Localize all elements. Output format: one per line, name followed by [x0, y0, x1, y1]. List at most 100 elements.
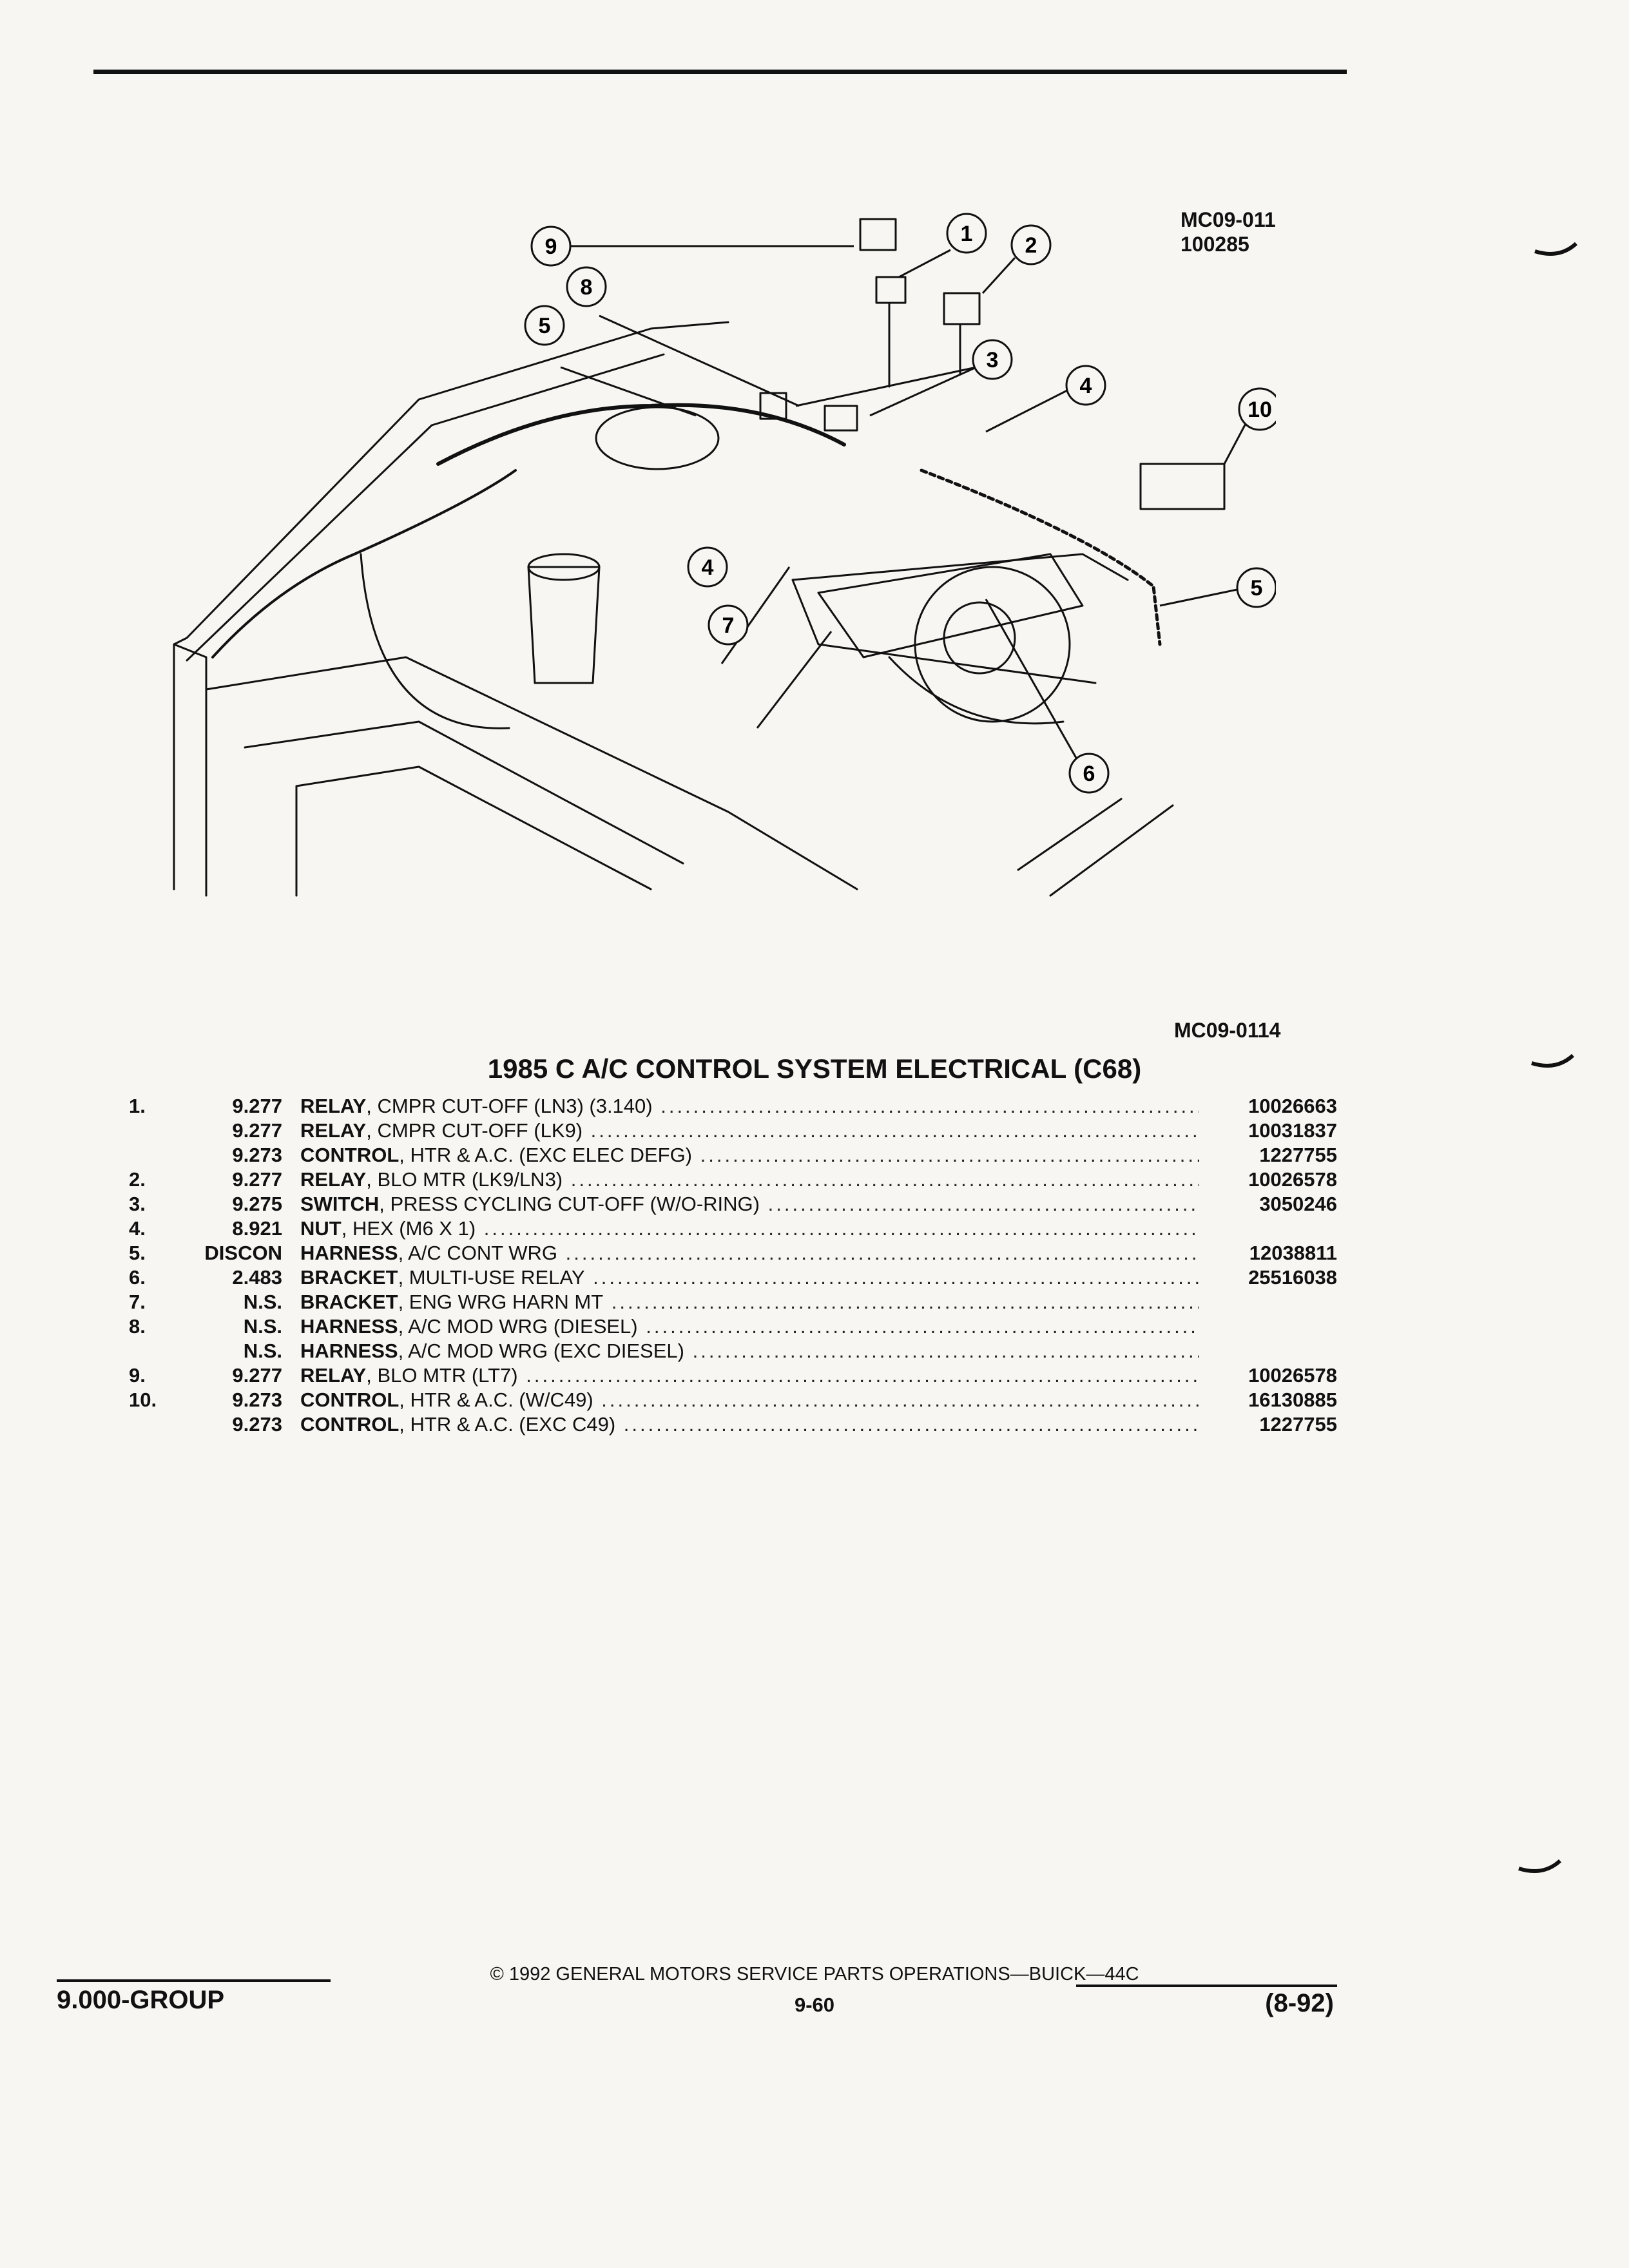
leader-dots: ........................................…: [767, 1193, 1199, 1215]
margin-mark-3: [1518, 1859, 1562, 1873]
part-qualifier: , CMPR CUT-OFF (LN3) (3.140): [366, 1095, 653, 1117]
part-description: HARNESS, A/C MOD WRG (EXC DIESEL) ......…: [300, 1339, 1199, 1363]
parts-row: 8.N.S.HARNESS, A/C MOD WRG (DIESEL) ....…: [0, 1314, 1629, 1339]
callout-3-label: 3: [987, 348, 999, 372]
item-number: 3.: [129, 1193, 146, 1215]
leader-dots: ........................................…: [483, 1217, 1199, 1240]
figure-code-top: MC09-011 100285: [1181, 207, 1276, 256]
callout-2-label: 2: [1025, 233, 1037, 258]
blower-hose: [888, 656, 1065, 725]
callout-4-right-label: 4: [1080, 374, 1092, 398]
part-number: 10031837: [1248, 1119, 1337, 1142]
fender-outline: [173, 321, 729, 646]
section-title: 1985 C A/C CONTROL SYSTEM ELECTRICAL (C6…: [487, 1053, 1142, 1084]
leader-7: [756, 631, 833, 729]
group-number: 9.277: [232, 1168, 282, 1191]
leader-dots: ........................................…: [660, 1095, 1199, 1117]
part-qualifier: , BLO MTR (LT7): [366, 1364, 518, 1387]
part-description: BRACKET, MULTI-USE RELAY ...............…: [300, 1265, 1199, 1290]
leader-6: [985, 599, 1081, 764]
leader-1: [898, 249, 951, 278]
part-qualifier: , BLO MTR (LK9/LN3): [366, 1168, 563, 1191]
part-name: RELAY: [300, 1095, 367, 1117]
callout-10-label: 10: [1248, 398, 1272, 422]
leader-4-left: [720, 566, 791, 664]
part-qualifier: , ENG WRG HARN MT: [398, 1291, 604, 1313]
part-number: 10026578: [1248, 1364, 1337, 1387]
part-name: HARNESS: [300, 1340, 398, 1362]
part-qualifier: , HEX (M6 X 1): [341, 1217, 476, 1240]
callout-4-left: 4: [687, 546, 728, 588]
reservoir: [527, 566, 601, 684]
part-description: RELAY, CMPR CUT-OFF (LK9) ..............…: [300, 1119, 1199, 1143]
item-number: 5.: [129, 1242, 146, 1264]
callout-5-right-label: 5: [1251, 576, 1263, 601]
group-number: N.S.: [243, 1291, 282, 1313]
part-qualifier: , MULTI-USE RELAY: [398, 1266, 585, 1289]
core-support: [205, 656, 858, 890]
callout-8-label: 8: [581, 275, 593, 300]
relay-box-2: [943, 292, 981, 325]
part-number: 12038811: [1249, 1242, 1337, 1264]
part-name: NUT: [300, 1217, 342, 1240]
footer-rule-right: [1076, 1984, 1337, 1987]
group-number: 9.277: [232, 1119, 282, 1142]
leader-dots: ........................................…: [692, 1340, 1199, 1362]
footer-rule-left: [57, 1979, 331, 1982]
footer-date: (8-92): [1265, 1989, 1334, 2017]
control-10: [1139, 463, 1226, 510]
group-number: DISCON: [204, 1242, 282, 1264]
item-number: 4.: [129, 1217, 146, 1240]
part-description: HARNESS, A/C CONT WRG ..................…: [300, 1241, 1199, 1265]
part-name: CONTROL: [300, 1144, 400, 1166]
part-description: NUT, HEX (M6 X 1) ......................…: [300, 1216, 1199, 1241]
group-number: 9.275: [232, 1193, 282, 1215]
callout-3: 3: [972, 339, 1013, 380]
core-support-lower: [244, 720, 684, 865]
part-number: 10026578: [1248, 1168, 1337, 1191]
part-name: BRACKET: [300, 1291, 398, 1313]
heater-case: [817, 553, 1084, 658]
margin-mark-1: [1534, 242, 1578, 256]
callout-5-left: 5: [524, 305, 565, 346]
relay-box-9: [859, 218, 897, 251]
figure-code-line-2: 100285: [1181, 233, 1249, 256]
callout-8: 8: [566, 266, 607, 307]
parts-row: 9.277 RELAY, CMPR CUT-OFF (LK9) .........…: [0, 1119, 1629, 1143]
leader-dots: ........................................…: [593, 1266, 1199, 1289]
part-qualifier: , HTR & A.C. (EXC ELEC DEFG): [399, 1144, 693, 1166]
item-number: 6.: [129, 1266, 146, 1289]
part-qualifier: , A/C MOD WRG (EXC DIESEL): [398, 1340, 684, 1362]
part-description: RELAY, CMPR CUT-OFF (LN3) (3.140) ......…: [300, 1094, 1199, 1119]
callout-9: 9: [530, 226, 572, 267]
callout-4-right: 4: [1065, 365, 1106, 406]
parts-row: 7.N.S.BRACKET, ENG WRG HARN MT .........…: [0, 1290, 1629, 1314]
leader-dots: ........................................…: [646, 1315, 1199, 1338]
parts-row: 5. DISCON HARNESS, A/C CONT WRG ..........…: [0, 1241, 1629, 1265]
exploded-diagram: 9 1 2 8 5 3 4 10 4 7 5 6: [173, 213, 1276, 897]
footer-copyright: © 1992 GENERAL MOTORS SERVICE PARTS OPER…: [490, 1964, 1139, 1984]
relay-mid: [759, 392, 787, 420]
part-description: RELAY, BLO MTR (LT7) ...................…: [300, 1363, 1199, 1388]
part-name: RELAY: [300, 1364, 367, 1387]
top-rule: [93, 70, 1347, 74]
part-description: SWITCH, PRESS CYCLING CUT-OFF (W/O-RING)…: [300, 1192, 1199, 1216]
part-name: CONTROL: [300, 1389, 400, 1411]
radiator-support: [173, 643, 207, 897]
part-number: 1227755: [1259, 1413, 1337, 1436]
leader-dots: ........................................…: [526, 1364, 1199, 1387]
figure-code-bottom: MC09-0114: [1174, 1019, 1281, 1042]
margin-mark-2: [1531, 1053, 1575, 1068]
leader-dots: ........................................…: [700, 1144, 1199, 1166]
harness-front: [211, 469, 517, 658]
harness-main: [436, 403, 846, 466]
item-number: 2.: [129, 1168, 146, 1191]
callout-5-left-label: 5: [539, 314, 551, 338]
leader-dots: ........................................…: [623, 1413, 1199, 1436]
part-description: CONTROL, HTR & A.C. (EXC C49) ..........…: [300, 1412, 1199, 1437]
part-description: CONTROL, HTR & A.C. (W/C49) ............…: [300, 1388, 1199, 1412]
filler-cap: [595, 406, 720, 470]
